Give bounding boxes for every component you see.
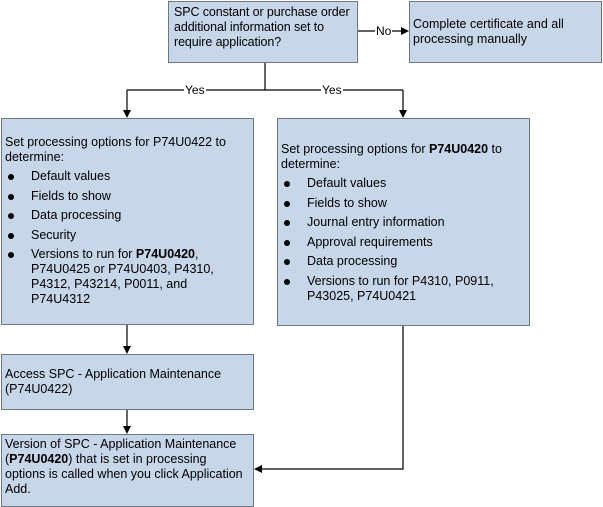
right-options-list: Default values Fields to show Journal en… [281,174,523,304]
right-option-item: Data processing [281,252,523,272]
left-option-item: Security [5,226,249,246]
version-called-box: Version of SPC - Application Maintenance… [1,434,254,507]
version-arrowhead [123,426,131,434]
no-arrowhead [401,27,409,35]
yes-right-arrowhead [399,110,407,118]
right-intro-bold: P74U0420 [429,142,489,156]
access-application-maintenance-box: Access SPC - Application Maintenance (P7… [1,354,254,410]
right-to-version-arrowhead [254,465,262,473]
version-box-text: Version of SPC - Application Maintenance… [5,437,243,496]
right-options-to-version-line [260,326,404,470]
access-box-text: Access SPC - Application Maintenance (P7… [5,367,222,396]
access-arrowhead [123,346,131,354]
right-option-item: Approval requirements [281,233,523,253]
left-processing-options-box: Set processing options for P74U0422 to d… [1,118,254,325]
manual-processing-box: Complete certificate and all processing … [409,1,602,63]
right-processing-options-box: Set processing options for P74U0420 to d… [277,118,530,326]
left-options-list: Default values Fields to show Data proce… [5,167,249,307]
right-option-item: Versions to run for P4310, P0911, P43025… [281,272,523,304]
right-option-item: Journal entry information [281,213,523,233]
left-versions-bold: P74U0420 [135,247,195,261]
left-option-item: Fields to show [5,187,249,207]
yes-left-label: Yes [184,83,206,97]
decision-box: SPC constant or purchase order additiona… [168,1,358,63]
manual-processing-text: Complete certificate and all processing … [413,17,564,46]
no-label: No [375,24,393,38]
decision-question: SPC constant or purchase order additiona… [174,5,350,49]
left-option-versions: Versions to run for P74U0420, P74U0425 o… [5,245,249,307]
left-option-item: Data processing [5,206,249,226]
right-option-item: Default values [281,174,523,194]
left-option-item: Default values [5,167,249,187]
right-options-intro: Set processing options for P74U0420 to d… [281,142,502,171]
yes-right-label: Yes [321,83,343,97]
version-box-bold: P74U0420 [9,452,69,466]
left-options-intro: Set processing options for P74U0422 to d… [5,135,226,164]
right-option-item: Fields to show [281,194,523,214]
yes-left-arrowhead [123,110,131,118]
